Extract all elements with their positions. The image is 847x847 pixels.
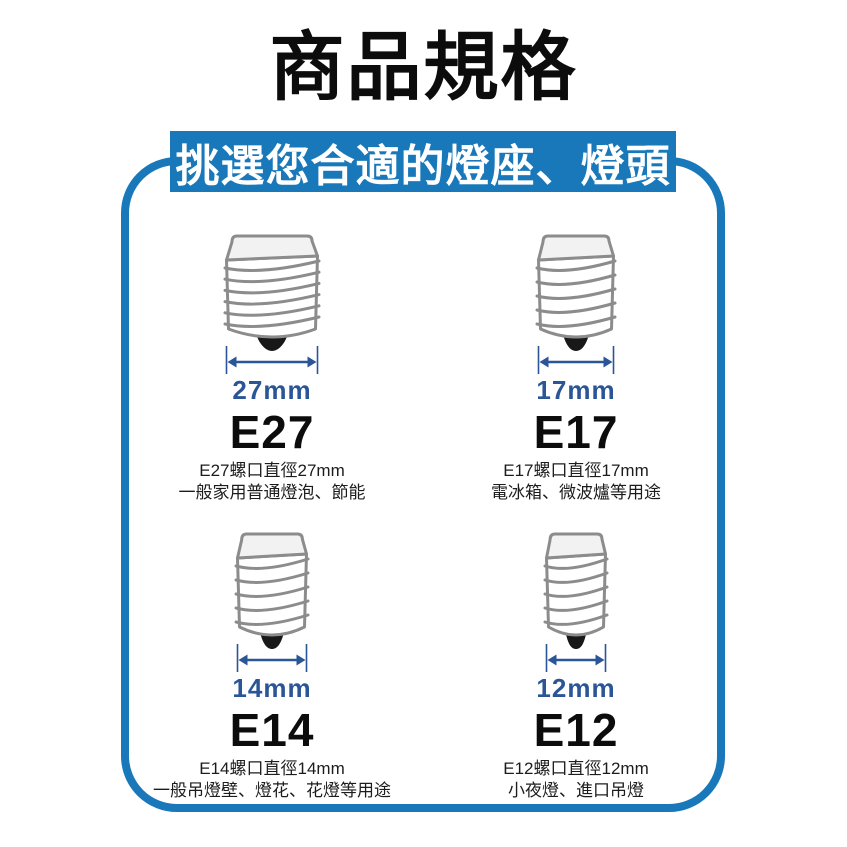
- diameter-label: 12mm: [536, 673, 616, 703]
- diameter-label: 14mm: [232, 673, 312, 703]
- socket-card-e17: 17mm E17 E17螺口直徑17mm 電冰箱、微波爐等用途: [446, 232, 706, 504]
- screw-base-e27-illustration: [218, 232, 326, 356]
- diameter-arrow-icon: [229, 638, 315, 672]
- diameter-arrow-icon: [538, 638, 614, 672]
- diameter-label: 17mm: [536, 375, 616, 405]
- socket-desc-line1: E14螺口直徑14mm: [199, 759, 345, 778]
- screw-base-e17-illustration: [530, 232, 622, 356]
- socket-name: E17: [533, 406, 619, 458]
- diameter-arrow-icon: [530, 340, 622, 374]
- section-banner: 挑選您合適的燈座、燈頭: [170, 131, 676, 192]
- socket-card-e12: 12mm E12 E12螺口直徑12mm 小夜燈、進口吊燈: [446, 530, 706, 802]
- socket-desc-line2: 一般吊燈壁、燈花、花燈等用途: [153, 781, 391, 800]
- diameter-arrow-icon: [218, 340, 326, 374]
- socket-desc-line2: 電冰箱、微波爐等用途: [491, 483, 661, 502]
- socket-name: E12: [533, 704, 619, 756]
- socket-desc-line1: E27螺口直徑27mm: [199, 461, 345, 480]
- socket-desc-line1: E12螺口直徑12mm: [503, 759, 649, 778]
- socket-card-e14: 14mm E14 E14螺口直徑14mm 一般吊燈壁、燈花、花燈等用途: [142, 530, 402, 802]
- socket-desc-line1: E17螺口直徑17mm: [503, 461, 649, 480]
- socket-desc-line2: 一般家用普通燈泡、節能: [178, 483, 366, 502]
- socket-desc-line2: 小夜燈、進口吊燈: [508, 781, 644, 800]
- page-title: 商品規格: [269, 25, 578, 109]
- diameter-label: 27mm: [232, 375, 312, 405]
- screw-base-e14-illustration: [229, 530, 315, 654]
- screw-base-e12-illustration: [538, 530, 614, 654]
- socket-card-e27: 27mm E27 E27螺口直徑27mm 一般家用普通燈泡、節能: [142, 232, 402, 504]
- socket-name: E14: [229, 704, 315, 756]
- socket-name: E27: [229, 406, 315, 458]
